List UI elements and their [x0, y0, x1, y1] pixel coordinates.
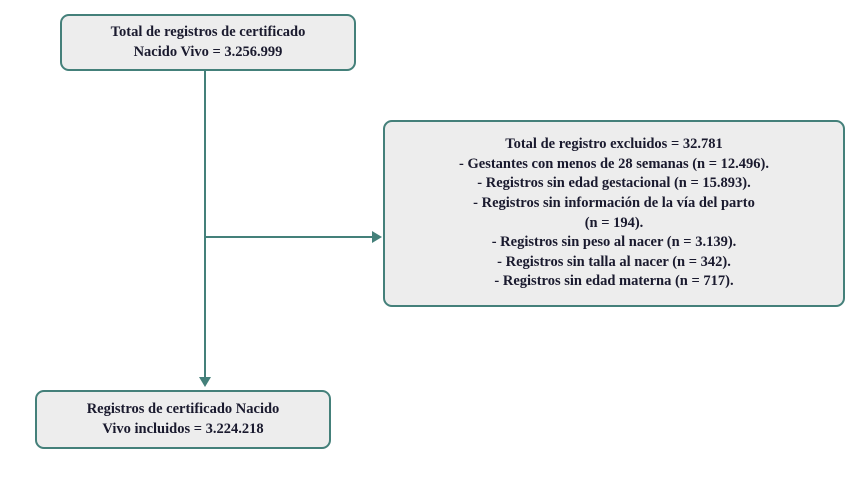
horizontal-connector-line: [204, 236, 372, 238]
total-records-box: Total de registros de certificado Nacido…: [60, 14, 356, 71]
included-records-line-2: Vivo incluidos = 3.224.218: [102, 420, 264, 437]
excluded-item-gestantes-menos-28-semanas: - Gestantes con menos de 28 semanas (n =…: [459, 155, 769, 172]
included-records-box: Registros de certificado Nacido Vivo inc…: [35, 390, 331, 449]
excluded-item-sin-peso-al-nacer: - Registros sin peso al nacer (n = 3.139…: [491, 234, 737, 251]
excluded-item-sin-informacion-via-parto: - Registros sin información de la vía de…: [473, 194, 755, 231]
vertical-connector-line: [204, 71, 206, 377]
excluded-item-sin-edad-materna: - Registros sin edad materna (n = 717).: [494, 273, 734, 290]
excluded-item-sin-edad-gestacional: - Registros sin edad gestacional (n = 15…: [477, 175, 751, 192]
total-records-line-1: Total de registros de certificado: [110, 23, 306, 40]
total-records-line-2: Nacido Vivo = 3.256.999: [133, 43, 283, 60]
right-arrowhead-icon: [372, 231, 382, 243]
excluded-item-sin-talla-al-nacer: - Registros sin talla al nacer (n = 342)…: [497, 253, 731, 270]
down-arrowhead-icon: [199, 377, 211, 387]
included-records-line-1: Registros de certificado Nacido: [86, 400, 280, 417]
excluded-records-box: Total de registro excluidos = 32.781 - G…: [383, 120, 845, 307]
excluded-records-title: Total de registro excluidos = 32.781: [505, 136, 723, 153]
